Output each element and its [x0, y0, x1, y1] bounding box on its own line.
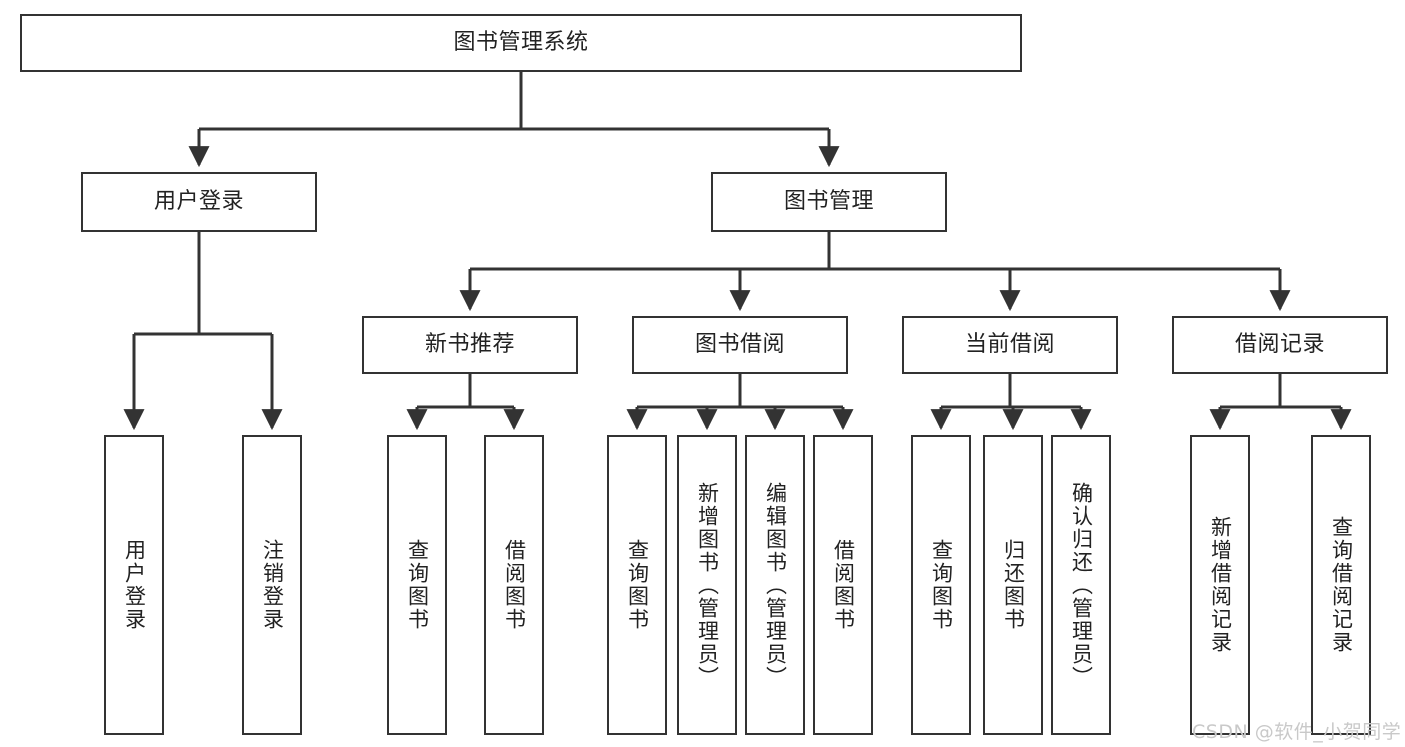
node-leaf-leaf-borrow-add-book[interactable]: 新增图书（管理员）	[677, 435, 737, 735]
node-leaf-leaf-record-query[interactable]: 查询借阅记录	[1311, 435, 1371, 735]
node-label: 新增图书（管理员）	[695, 481, 720, 689]
node-level3-book-borrow[interactable]: 图书借阅	[632, 316, 848, 374]
node-label: 归还图书	[1001, 539, 1026, 631]
node-label: 编辑图书（管理员）	[763, 481, 788, 689]
node-level2-book-manage[interactable]: 图书管理	[711, 172, 947, 232]
node-leaf-leaf-record-add[interactable]: 新增借阅记录	[1190, 435, 1250, 735]
node-level3-new-book-rec[interactable]: 新书推荐	[362, 316, 578, 374]
node-leaf-leaf-borrow-edit-book[interactable]: 编辑图书（管理员）	[745, 435, 805, 735]
node-label: 新增借阅记录	[1208, 516, 1233, 654]
node-level3-current-borrow[interactable]: 当前借阅	[902, 316, 1118, 374]
node-level3-borrow-record[interactable]: 借阅记录	[1172, 316, 1388, 374]
node-leaf-leaf-rec-borrow-book[interactable]: 借阅图书	[484, 435, 544, 735]
node-leaf-leaf-borrow-borrow-book[interactable]: 借阅图书	[813, 435, 873, 735]
node-label: 用户登录	[122, 539, 147, 631]
node-leaf-leaf-user-login[interactable]: 用户登录	[104, 435, 164, 735]
node-label: 图书管理	[783, 188, 874, 214]
node-label: 图书管理系统	[453, 29, 589, 55]
node-leaf-leaf-current-confirm-return[interactable]: 确认归还（管理员）	[1051, 435, 1111, 735]
node-label: 注销登录	[260, 539, 285, 631]
node-label: 当前借阅	[964, 331, 1055, 357]
node-label: 图书借阅	[694, 331, 785, 357]
node-leaf-leaf-current-return-book[interactable]: 归还图书	[983, 435, 1043, 735]
node-label: 用户登录	[153, 188, 244, 214]
node-label: 查询图书	[625, 539, 650, 631]
node-label: 借阅图书	[831, 539, 856, 631]
node-leaf-leaf-current-query-book[interactable]: 查询图书	[911, 435, 971, 735]
node-label: 借阅图书	[502, 539, 527, 631]
node-label: 查询图书	[929, 539, 954, 631]
node-label: 确认归还（管理员）	[1069, 481, 1094, 689]
node-level2-user-login[interactable]: 用户登录	[81, 172, 317, 232]
node-label: 查询借阅记录	[1329, 516, 1354, 654]
node-label: 新书推荐	[424, 331, 515, 357]
node-label: 借阅记录	[1234, 331, 1325, 357]
node-label: 查询图书	[405, 539, 430, 631]
node-root-root[interactable]: 图书管理系统	[20, 14, 1022, 72]
node-leaf-leaf-rec-query-book[interactable]: 查询图书	[387, 435, 447, 735]
node-leaf-leaf-user-logout[interactable]: 注销登录	[242, 435, 302, 735]
node-leaf-leaf-borrow-query-book[interactable]: 查询图书	[607, 435, 667, 735]
